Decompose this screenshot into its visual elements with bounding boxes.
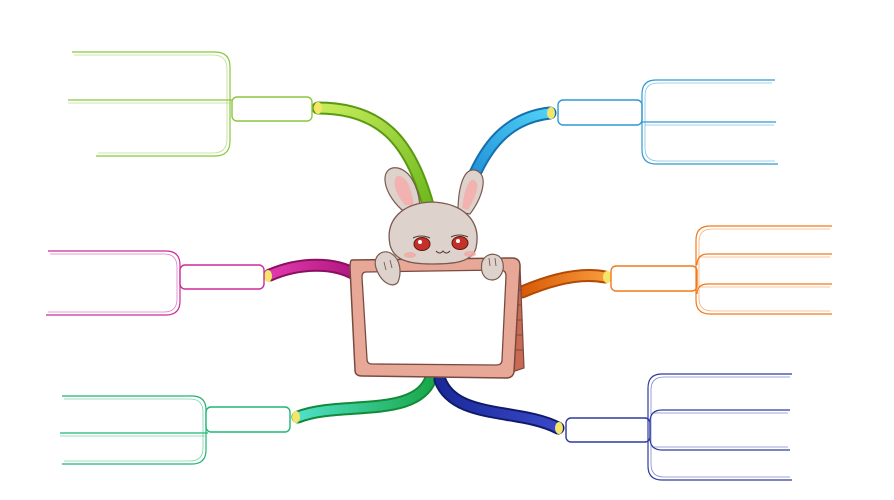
branch-top-right [557, 79, 778, 165]
branch-mid-right [610, 225, 832, 315]
topic-box-top-right[interactable] [557, 99, 643, 126]
whiteboard-surface [361, 269, 507, 366]
topic-box-mid-right[interactable] [610, 265, 698, 292]
branch-top-left [68, 51, 313, 157]
topic-box-bottom-left[interactable] [205, 406, 291, 433]
branch-bottom-right [565, 373, 792, 481]
branch-bottom-left [60, 395, 291, 465]
branch-mid-left [46, 250, 265, 316]
bunny-right-paw [480, 253, 504, 281]
bunny-right-eye [451, 236, 469, 250]
bunny-left-eye [413, 237, 431, 251]
bunny-head [388, 201, 478, 265]
topic-box-top-left[interactable] [231, 96, 313, 122]
bunny-left-paw [374, 251, 401, 286]
connectors [263, 101, 612, 435]
topic-box-bottom-right[interactable] [565, 417, 651, 443]
topic-box-mid-left[interactable] [179, 264, 265, 290]
bunny-with-whiteboard-icon[interactable] [349, 167, 525, 379]
